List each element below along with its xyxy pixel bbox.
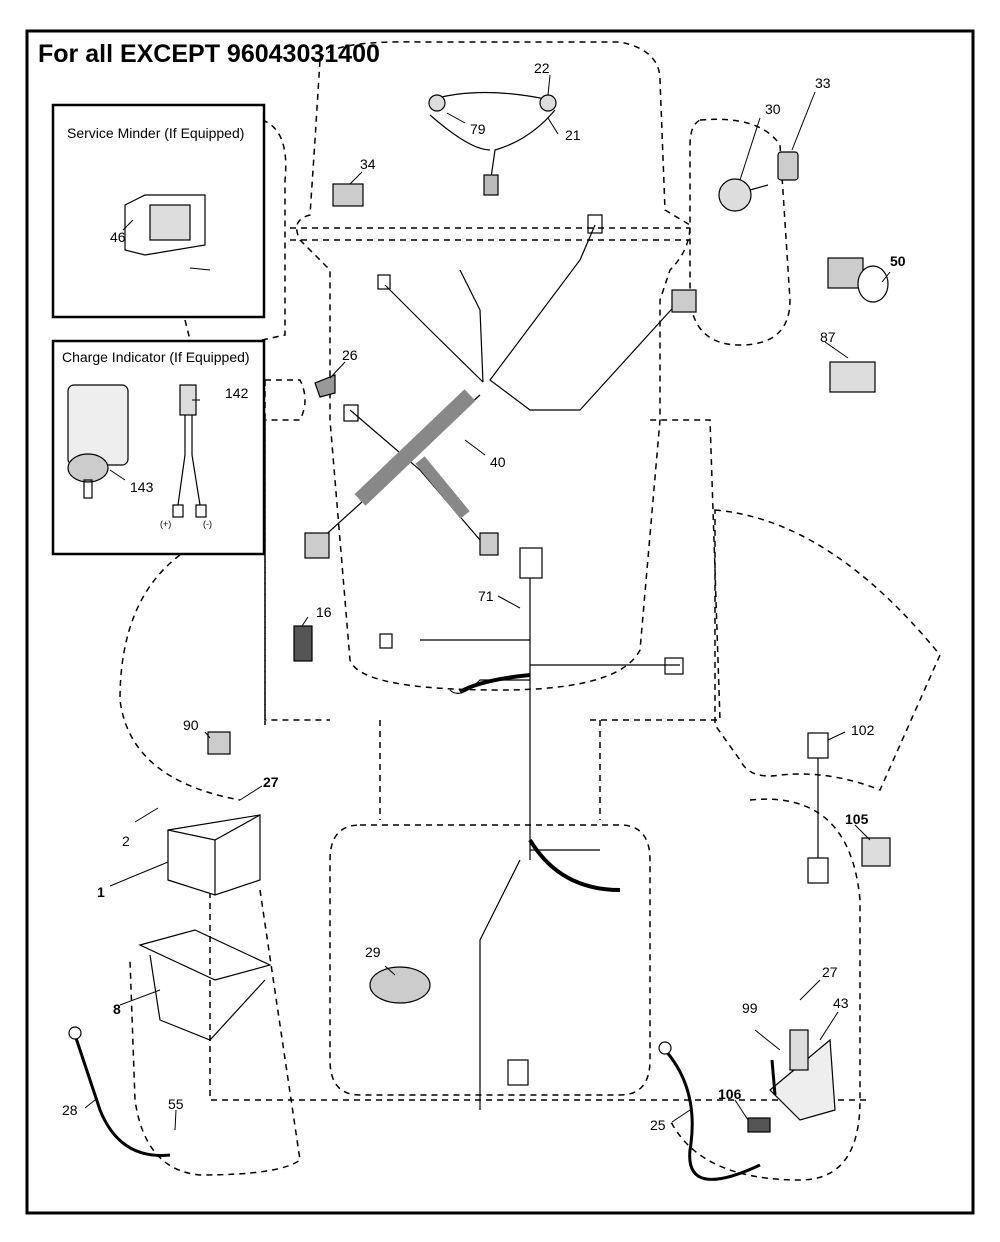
part-79: 79 bbox=[470, 121, 486, 137]
polarity-plus: (+) bbox=[160, 519, 172, 529]
part-40: 40 bbox=[490, 454, 506, 470]
service-minder-label: Service Minder (If Equipped) bbox=[67, 125, 245, 141]
part-90: 90 bbox=[183, 717, 199, 733]
charge-indicator-label: Charge Indicator (If Equipped) bbox=[62, 349, 250, 365]
components bbox=[67, 91, 891, 1181]
part-142: 142 bbox=[225, 385, 249, 401]
part-143: 143 bbox=[130, 479, 154, 495]
part-28: 28 bbox=[62, 1102, 78, 1118]
part-8: 8 bbox=[113, 1001, 121, 1017]
part-27-top: 27 bbox=[263, 774, 279, 790]
part-34: 34 bbox=[360, 156, 376, 172]
part-21: 21 bbox=[565, 127, 581, 143]
part-55: 55 bbox=[168, 1096, 184, 1112]
polarity-minus: (-) bbox=[203, 519, 212, 529]
part-33: 33 bbox=[815, 75, 831, 91]
part-1: 1 bbox=[97, 884, 105, 900]
page-title: For all EXCEPT 96043031400 bbox=[38, 40, 380, 68]
chassis-outline bbox=[119, 41, 941, 1181]
part-25: 25 bbox=[650, 1117, 666, 1133]
part-22: 22 bbox=[534, 60, 550, 76]
part-43: 43 bbox=[833, 995, 849, 1011]
part-26: 26 bbox=[342, 347, 358, 363]
part-16: 16 bbox=[316, 604, 332, 620]
part-106: 106 bbox=[718, 1086, 742, 1102]
part-99: 99 bbox=[742, 1000, 758, 1016]
outer-border bbox=[25, 29, 975, 1215]
part-29: 29 bbox=[365, 944, 381, 960]
part-102: 102 bbox=[851, 722, 875, 738]
part-105: 105 bbox=[845, 811, 869, 827]
part-71: 71 bbox=[478, 588, 494, 604]
part-50: 50 bbox=[890, 253, 906, 269]
part-27-bottom: 27 bbox=[822, 964, 838, 980]
part-30: 30 bbox=[765, 101, 781, 117]
part-87: 87 bbox=[820, 329, 836, 345]
leader-lines bbox=[84, 74, 891, 1131]
part-2: 2 bbox=[122, 833, 130, 849]
part-46: 46 bbox=[110, 229, 126, 245]
